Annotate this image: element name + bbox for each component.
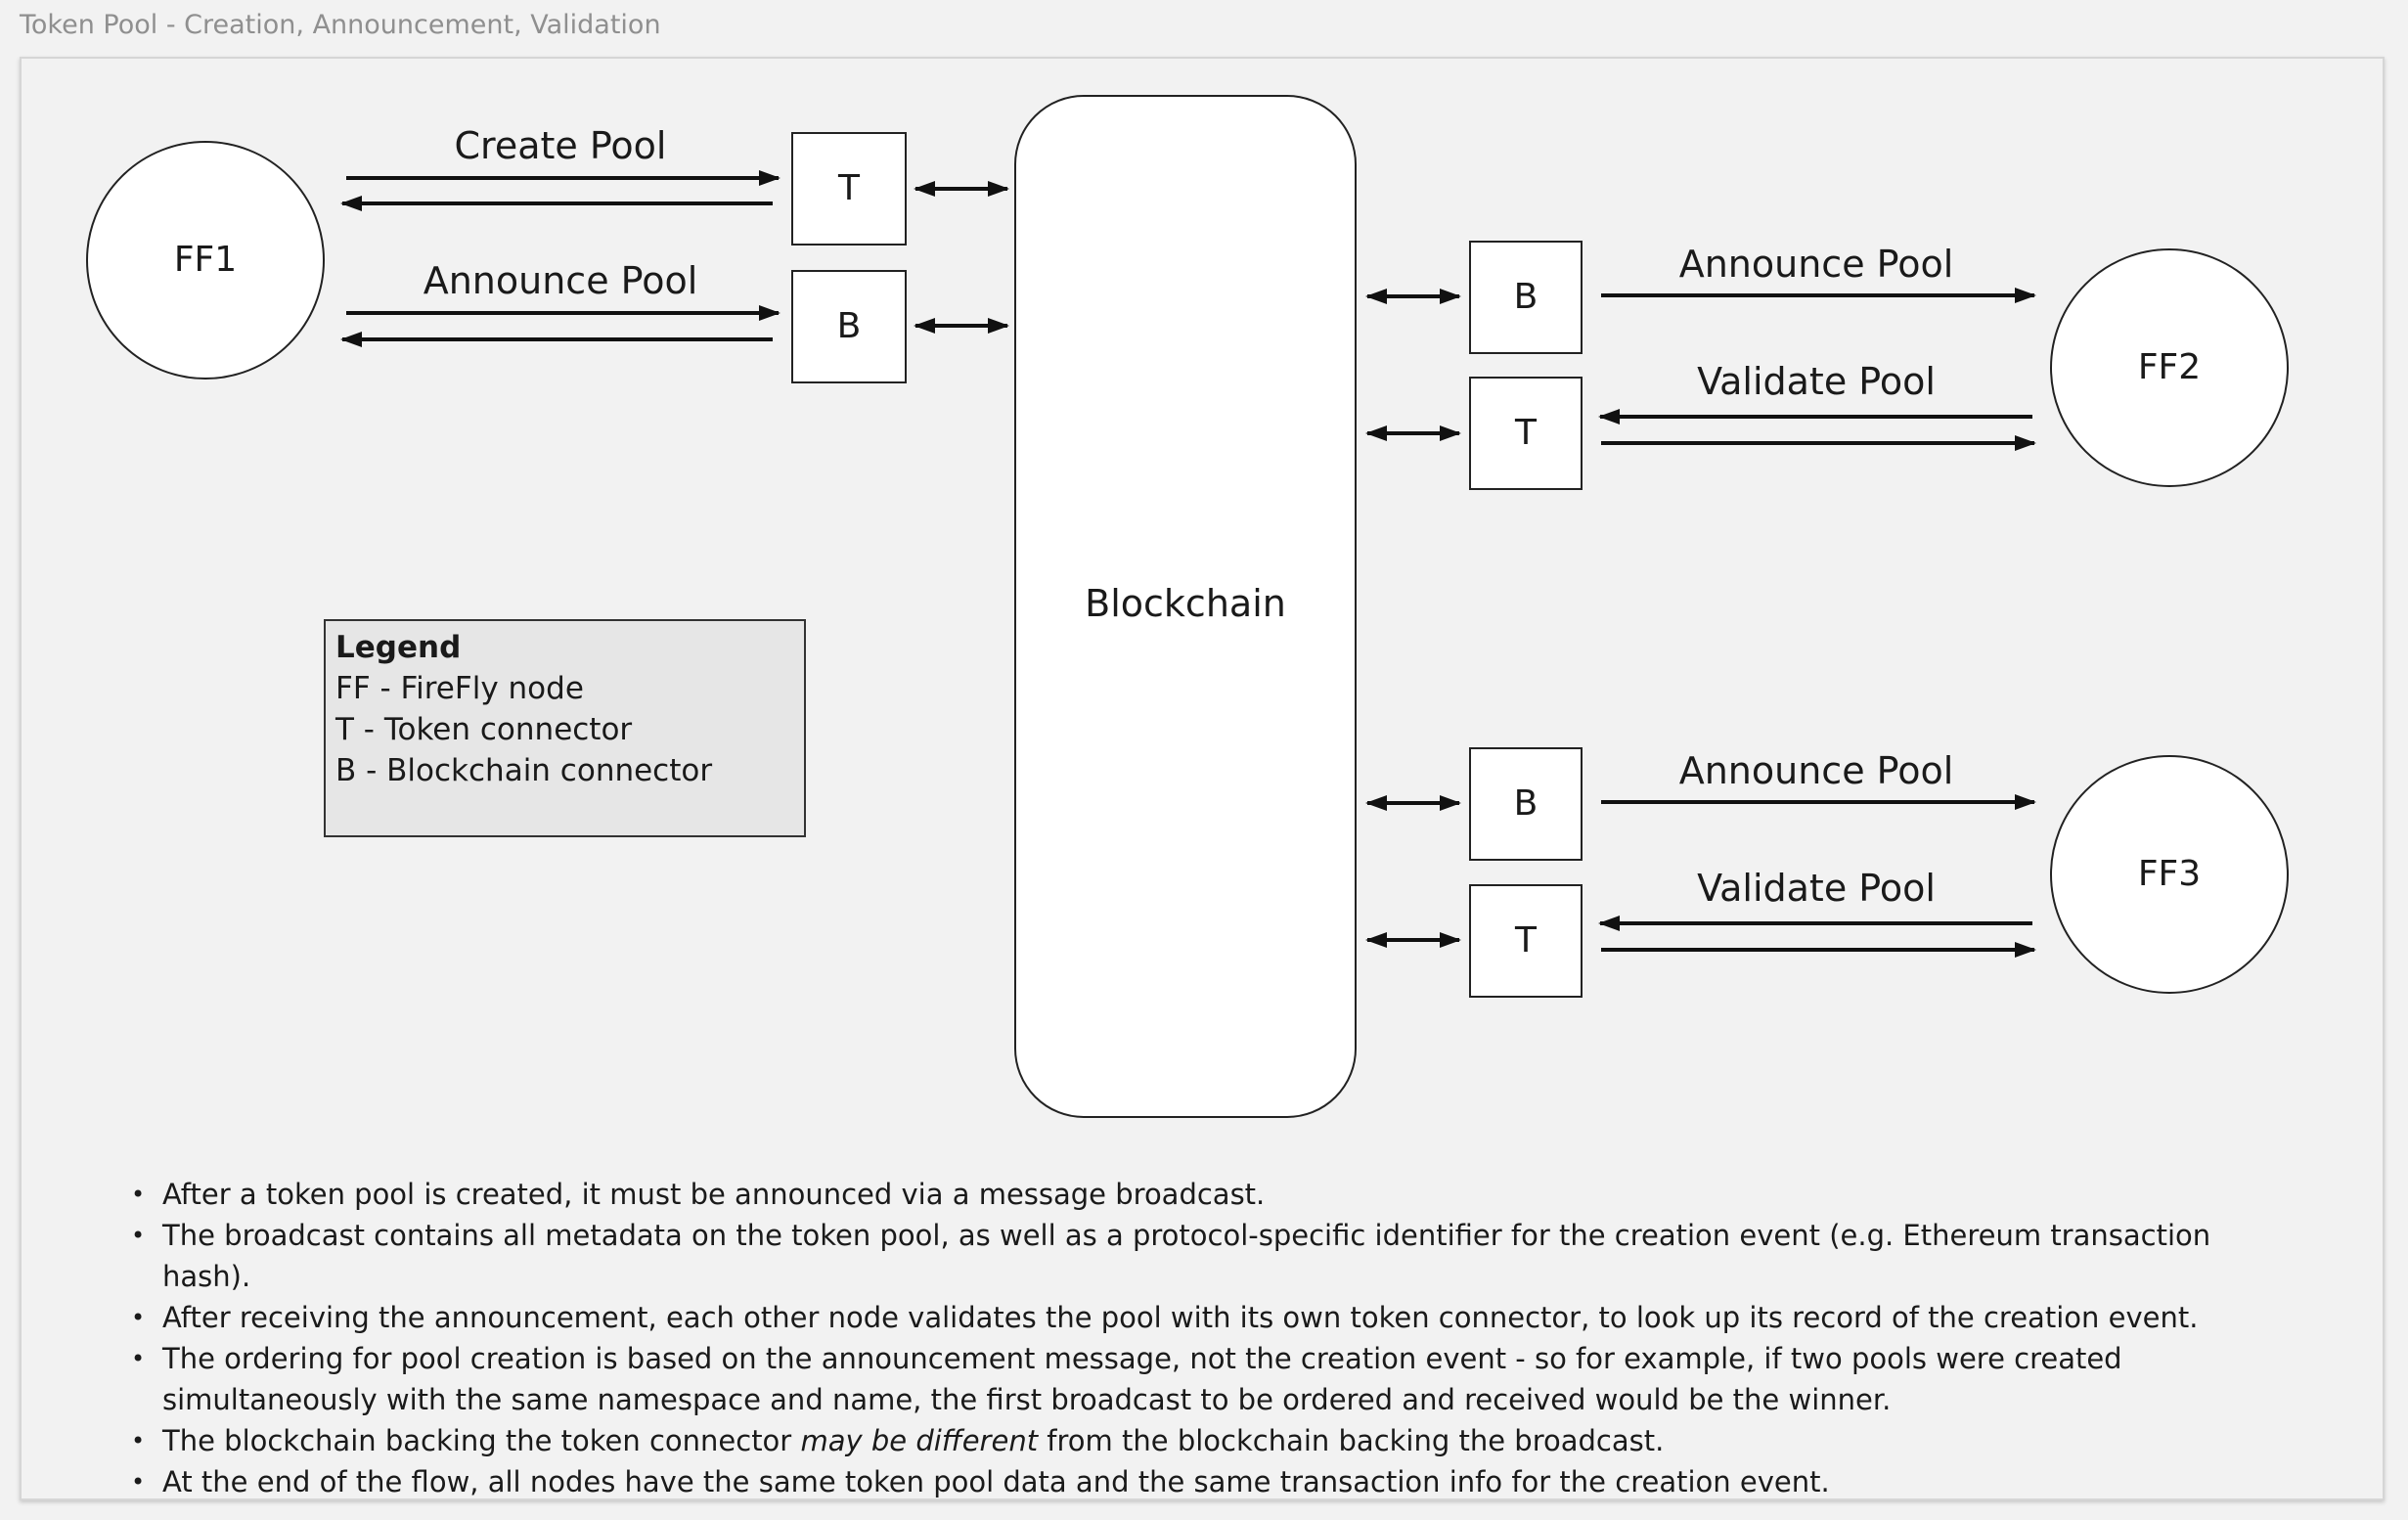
ff3-validate-pool-label: Validate Pool — [1697, 867, 1936, 910]
ff2-blockchain-connector: B — [1469, 241, 1583, 354]
ff3-label: FF3 — [2138, 854, 2201, 894]
ff3-node: FF3 — [2050, 755, 2289, 994]
blockchain-label: Blockchain — [1085, 582, 1286, 625]
ff3-token-connector: T — [1469, 884, 1583, 998]
note-text: from the blockchain backing the broadcas… — [1038, 1424, 1665, 1457]
ff2-label: FF2 — [2138, 347, 2201, 387]
note-item: After receiving the announcement, each o… — [127, 1297, 2298, 1338]
legend-item: T - Token connector — [335, 712, 633, 747]
notes-list: After a token pool is created, it must b… — [127, 1174, 2298, 1502]
blockchain-node: Blockchain — [1014, 95, 1357, 1118]
ff2-node: FF2 — [2050, 248, 2289, 487]
ff3-token-connector-label: T — [1514, 920, 1538, 961]
note-item: The blockchain backing the token connect… — [127, 1420, 2298, 1461]
create-pool-label: Create Pool — [455, 124, 667, 167]
ff2-validate-pool-label: Validate Pool — [1697, 360, 1936, 403]
note-item: At the end of the flow, all nodes have t… — [127, 1461, 2298, 1502]
ff1-blockchain-connector: B — [791, 270, 907, 383]
legend-item: B - Blockchain connector — [335, 753, 713, 788]
note-item: After a token pool is created, it must b… — [127, 1174, 2298, 1215]
legend-box: Legend FF - FireFly node T - Token conne… — [324, 619, 806, 837]
ff1-token-connector: T — [791, 132, 907, 246]
ff1-node: FF1 — [86, 141, 325, 380]
ff1-announce-pool-label: Announce Pool — [424, 259, 698, 302]
ff3-blockchain-connector-label: B — [1514, 783, 1538, 824]
ff2-announce-pool-label: Announce Pool — [1679, 243, 1954, 286]
note-text: The blockchain backing the token connect… — [162, 1424, 801, 1457]
ff1-token-connector-label: T — [837, 168, 861, 208]
ff3-announce-pool-label: Announce Pool — [1679, 749, 1954, 792]
ff1-blockchain-connector-label: B — [837, 306, 862, 346]
note-item: The ordering for pool creation is based … — [127, 1338, 2298, 1420]
ff2-blockchain-connector-label: B — [1514, 277, 1538, 317]
page-title: Token Pool - Creation, Announcement, Val… — [20, 10, 661, 40]
ff3-blockchain-connector: B — [1469, 747, 1583, 861]
legend-item: FF - FireFly node — [335, 671, 584, 706]
ff2-token-connector: T — [1469, 377, 1583, 490]
ff2-token-connector-label: T — [1514, 413, 1538, 453]
note-emphasis: may be different — [800, 1424, 1039, 1457]
note-item: The broadcast contains all metadata on t… — [127, 1215, 2298, 1297]
legend-title: Legend — [335, 630, 462, 665]
ff1-label: FF1 — [174, 240, 237, 280]
